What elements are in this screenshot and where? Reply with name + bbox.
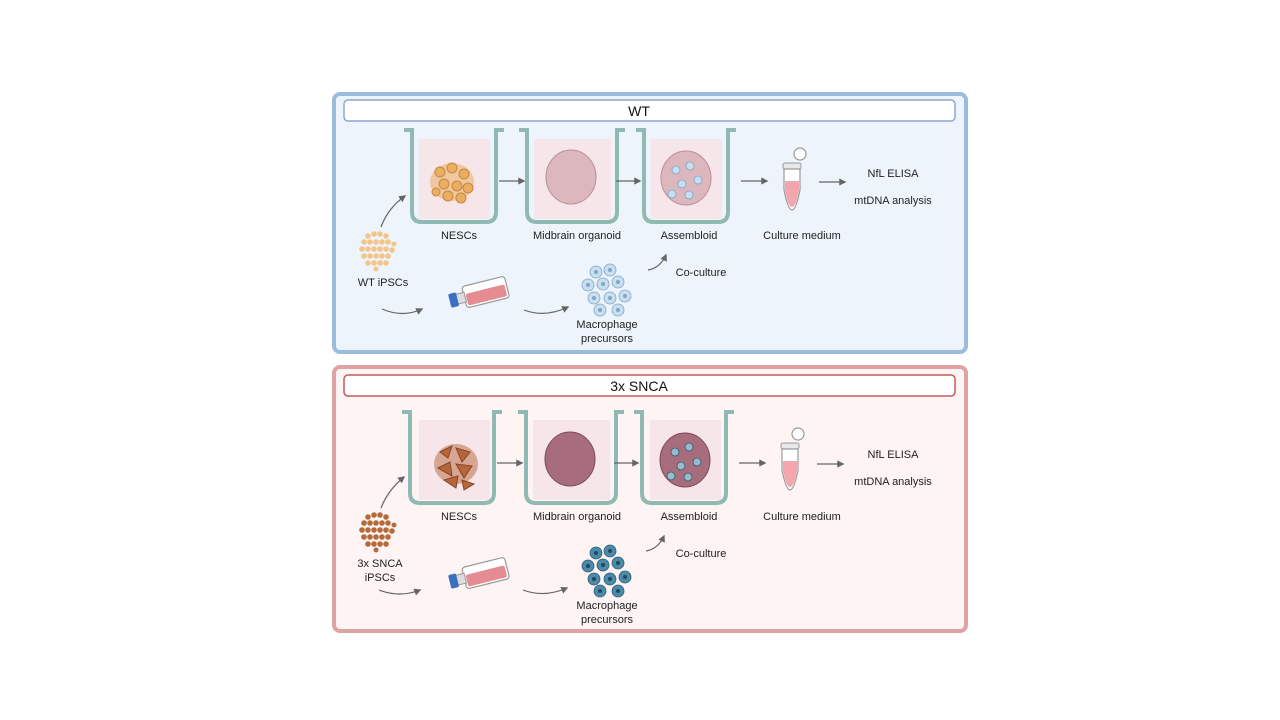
culture-tube-snca	[780, 427, 805, 491]
panel-snca-title-box	[343, 374, 956, 397]
panel-snca: 3x SNCA NESCs Midbrain organoid	[332, 365, 968, 633]
assembloid-well	[636, 128, 736, 224]
mtdna-label: mtDNA analysis	[854, 195, 932, 207]
culture-tube	[782, 147, 807, 211]
macrophage-label-snca-line2: precursors	[581, 614, 633, 626]
assembloid-label-snca: Assembloid	[661, 511, 718, 523]
macrophage-label-line2: precursors	[581, 333, 633, 345]
ipsc-label-snca-line2: iPSCs	[365, 572, 396, 584]
macrophage-cluster	[581, 263, 632, 317]
organoid-sphere-snca	[544, 431, 596, 487]
macrophage-label-line1: Macrophage	[576, 319, 637, 331]
macrophage-label-snca-line1: Macrophage	[576, 600, 637, 612]
panel-wt-title-box	[343, 99, 956, 122]
organoid-well-snca	[518, 410, 624, 505]
mtdna-label-snca: mtDNA analysis	[854, 476, 932, 488]
panel-wt-title: WT	[628, 103, 650, 119]
flow-arrows	[380, 177, 847, 315]
nesc-well	[404, 128, 504, 224]
culture-flask	[448, 276, 510, 309]
ipsc-cluster	[359, 231, 397, 272]
flow-arrows-snca	[378, 459, 845, 596]
assembloid-label: Assembloid	[661, 230, 718, 242]
panel-snca-title: 3x SNCA	[610, 378, 668, 394]
nesc-label-snca: NESCs	[441, 511, 478, 523]
coculture-label: Co-culture	[676, 267, 727, 279]
organoid-well	[519, 128, 625, 224]
nesc-label: NESCs	[441, 230, 478, 242]
organoid-label-snca: Midbrain organoid	[533, 511, 621, 523]
ipsc-cluster-snca	[359, 512, 397, 553]
nesc-cluster	[430, 162, 474, 204]
medium-label-snca: Culture medium	[763, 511, 841, 523]
ipsc-label: WT iPSCs	[358, 277, 409, 289]
nfl-elisa-label-snca: NfL ELISA	[868, 449, 920, 461]
assembloid-well-snca	[634, 410, 734, 505]
organoid-label: Midbrain organoid	[533, 230, 621, 242]
coculture-label-snca: Co-culture	[676, 548, 727, 560]
nesc-well-snca	[402, 410, 502, 505]
panel-wt: WT NESCs Midbrain org	[332, 92, 968, 354]
organoid-sphere	[545, 149, 597, 205]
nesc-cluster-snca	[434, 444, 478, 491]
macrophage-cluster-snca	[581, 544, 632, 598]
culture-flask-snca	[448, 557, 510, 590]
nfl-elisa-label: NfL ELISA	[868, 168, 920, 180]
medium-label: Culture medium	[763, 230, 841, 242]
ipsc-label-snca-line1: 3x SNCA	[357, 558, 403, 570]
